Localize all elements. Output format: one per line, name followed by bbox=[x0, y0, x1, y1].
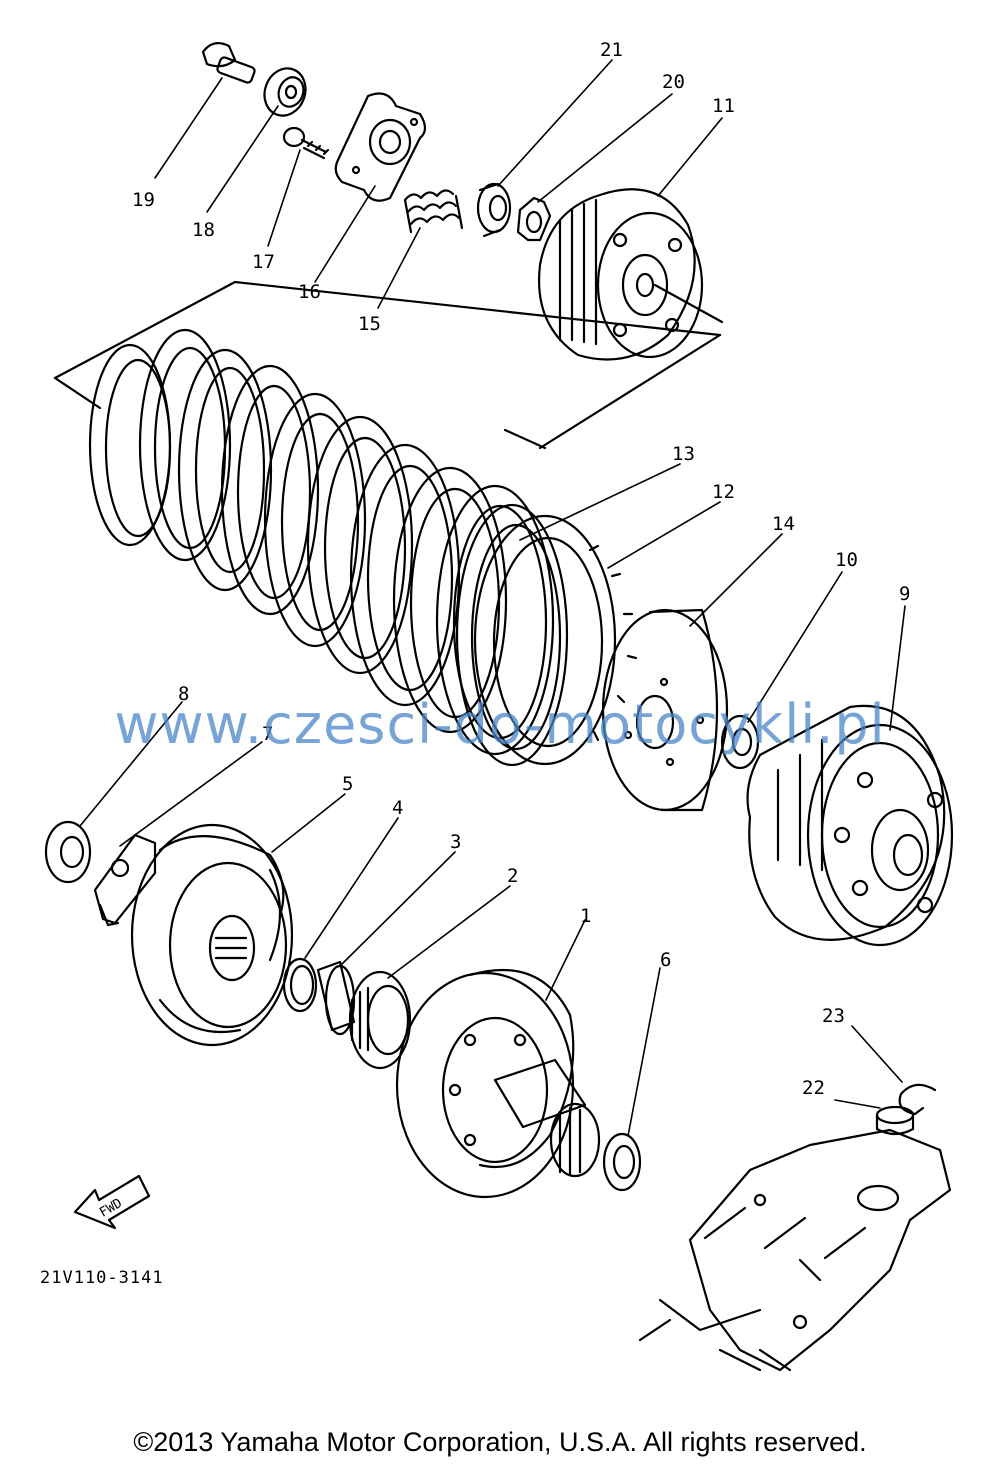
part-number-21: 21 bbox=[600, 39, 623, 61]
part-18-bearing bbox=[263, 67, 307, 117]
part-19-bolt bbox=[201, 41, 256, 84]
part-15-spring bbox=[403, 189, 464, 234]
part-number-17: 17 bbox=[252, 251, 275, 273]
part-16-pressure-plate bbox=[334, 92, 427, 202]
part-21-nut bbox=[476, 182, 512, 238]
clutch-plate bbox=[88, 343, 172, 547]
leader-lines bbox=[79, 59, 906, 1137]
clutch-plate-stack bbox=[88, 328, 555, 756]
clutch-plate bbox=[306, 415, 414, 675]
part-number-22: 22 bbox=[802, 1077, 825, 1099]
part-2-bearing bbox=[348, 970, 412, 1070]
part-number-9: 9 bbox=[899, 583, 910, 605]
part-number-10: 10 bbox=[835, 549, 858, 571]
part-7-lock-plate bbox=[93, 833, 157, 927]
part-number-5: 5 bbox=[342, 773, 353, 795]
part-6-washer bbox=[602, 1132, 642, 1192]
part-20-lock-washer bbox=[516, 196, 552, 242]
part-number-11: 11 bbox=[712, 95, 735, 117]
clutch-plate bbox=[435, 484, 555, 756]
part-number-15: 15 bbox=[358, 313, 381, 335]
part-number-3: 3 bbox=[450, 831, 461, 853]
part-number-6: 6 bbox=[660, 949, 671, 971]
part-number-19: 19 bbox=[132, 189, 155, 211]
clutch-plate bbox=[220, 364, 320, 616]
crankcase-section bbox=[638, 1128, 952, 1372]
part-number-1: 1 bbox=[580, 905, 591, 927]
part-12-friction-plate bbox=[473, 514, 638, 766]
fwd-arrow bbox=[73, 1174, 151, 1230]
copyright-notice: ©2013 Yamaha Motor Corporation, U.S.A. A… bbox=[133, 1427, 867, 1457]
clutch-plate bbox=[177, 348, 273, 592]
part-number-14: 14 bbox=[772, 513, 795, 535]
clutch-plate bbox=[392, 466, 508, 734]
part-number-13: 13 bbox=[672, 443, 695, 465]
part-number-23: 23 bbox=[822, 1005, 845, 1027]
part-13-plate bbox=[455, 503, 569, 767]
part-number-2: 2 bbox=[507, 865, 518, 887]
part-9-clutch-housing bbox=[746, 704, 954, 947]
part-number-4: 4 bbox=[392, 797, 403, 819]
part-number-8: 8 bbox=[178, 683, 189, 705]
part-number-7: 7 bbox=[262, 723, 273, 745]
part-number-16: 16 bbox=[298, 281, 321, 303]
part-1-clutch-carrier bbox=[395, 968, 601, 1199]
part-4-circlip bbox=[282, 957, 318, 1013]
part-8-washer bbox=[44, 820, 92, 884]
part-number-labels: 1 2 3 4 5 6 7 8 9 10 11 12 13 14 15 16 1… bbox=[97, 39, 910, 1221]
part-5-clutch-shoe-assembly bbox=[130, 823, 294, 1047]
part-number-12: 12 bbox=[712, 481, 735, 503]
part-number-20: 20 bbox=[662, 71, 685, 93]
part-23-circlip bbox=[898, 1083, 937, 1116]
drawing-code: 21V110-3141 bbox=[40, 1268, 164, 1288]
part-11-clutch-boss bbox=[538, 188, 724, 361]
part-number-18: 18 bbox=[192, 219, 215, 241]
part-17-screw bbox=[282, 126, 330, 160]
part-3-collar bbox=[316, 960, 356, 1036]
part-14-cover-plate bbox=[601, 608, 729, 812]
part-10-thrust-washer bbox=[720, 714, 760, 770]
part-22-plug bbox=[875, 1105, 915, 1136]
